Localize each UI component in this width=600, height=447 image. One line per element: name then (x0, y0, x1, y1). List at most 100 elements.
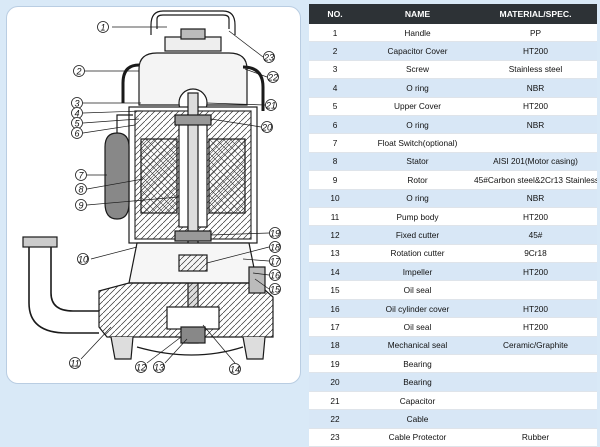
cell-material: HT200 (474, 317, 597, 337)
cell-no: 1 (309, 24, 361, 43)
cell-name: Upper Cover (361, 97, 474, 116)
cell-no: 15 (309, 280, 361, 300)
callout-1: 1 (97, 21, 109, 33)
cell-name: Rotor (361, 170, 474, 190)
callout-number: 11 (70, 359, 79, 369)
cell-no: 3 (309, 60, 361, 80)
callout-number: 5 (74, 119, 80, 129)
cell-material (474, 354, 597, 374)
cell-material: HT200 (474, 207, 597, 227)
upper-cover-shape (138, 52, 248, 106)
mechanical-seal-shape (178, 254, 208, 272)
cell-no: 2 (309, 41, 361, 61)
callout-number: 18 (270, 243, 280, 253)
cell-material: NBR (474, 189, 597, 208)
callout-number: 21 (265, 101, 276, 111)
cell-no: 22 (309, 409, 361, 429)
cell-name: Impeller (361, 262, 474, 282)
callout-number: 6 (74, 129, 79, 139)
handle-shape (156, 14, 230, 29)
cell-material (474, 280, 597, 300)
cell-name: Oil cylinder cover (361, 299, 474, 319)
callout-number: 9 (78, 201, 83, 211)
impeller-shape (166, 306, 220, 330)
cell-no: 21 (309, 391, 361, 411)
cell-name: O ring (361, 115, 474, 135)
stator-shape (140, 138, 178, 214)
cell-material: AISI 201(Motor casing) (474, 152, 597, 172)
cell-no: 14 (309, 262, 361, 282)
callout-number: 17 (270, 257, 281, 267)
cell-no: 7 (309, 133, 361, 153)
upper-bearing-shape (174, 114, 212, 126)
callout-number: 15 (270, 285, 281, 295)
cell-name: Bearing (361, 372, 474, 392)
cell-material: 45#Carbon steel&2Cr13 Stainless (474, 170, 597, 190)
pump-feet-shape (110, 336, 266, 360)
callout-number: 22 (267, 73, 278, 83)
callout-13: 13 (153, 361, 165, 373)
lower-bearing-shape (174, 230, 212, 242)
callout-number: 20 (261, 123, 272, 133)
callout-4: 4 (71, 107, 83, 119)
cell-material (474, 372, 597, 392)
cell-material (474, 133, 597, 153)
cable-shape (242, 65, 265, 111)
callout-16: 16 (269, 269, 281, 281)
callout-11: 11 (69, 357, 81, 369)
callout-2: 2 (73, 65, 85, 77)
cell-no: 16 (309, 299, 361, 319)
cell-no: 6 (309, 115, 361, 135)
callout-number: 1 (100, 23, 105, 33)
cell-material: 45# (474, 225, 597, 245)
cell-name: Screw (361, 60, 474, 80)
header-name: NAME (361, 4, 474, 24)
header-material: MATERIAL/SPEC. (474, 4, 597, 24)
cell-name: Float Switch(optional) (361, 133, 474, 153)
cell-name: Oil seal (361, 317, 474, 337)
cell-name: Fixed cutter (361, 225, 474, 245)
callout-6: 6 (71, 127, 83, 139)
callout-12: 12 (135, 361, 147, 373)
callout-18: 18 (269, 241, 281, 253)
callout-9: 9 (75, 199, 87, 211)
cell-name: Capacitor (361, 391, 474, 411)
float-switch-shape (104, 132, 130, 220)
cell-no: 20 (309, 372, 361, 392)
cell-name: Cable (361, 409, 474, 429)
callout-8: 8 (75, 183, 87, 195)
callout-number: 4 (74, 109, 79, 119)
cell-no: 17 (309, 317, 361, 337)
cell-name: Pump body (361, 207, 474, 227)
cell-material: Rubber (474, 428, 597, 447)
callout-number: 2 (75, 67, 81, 77)
callout-number: 3 (74, 99, 79, 109)
cell-material: NBR (474, 78, 597, 98)
cell-no: 19 (309, 354, 361, 374)
callout-number: 7 (78, 171, 84, 181)
callout-number: 23 (263, 53, 274, 63)
callout-number: 10 (78, 255, 88, 265)
callout-number: 16 (270, 271, 280, 281)
callout-19: 19 (269, 227, 281, 239)
callout-number: 12 (136, 363, 146, 373)
